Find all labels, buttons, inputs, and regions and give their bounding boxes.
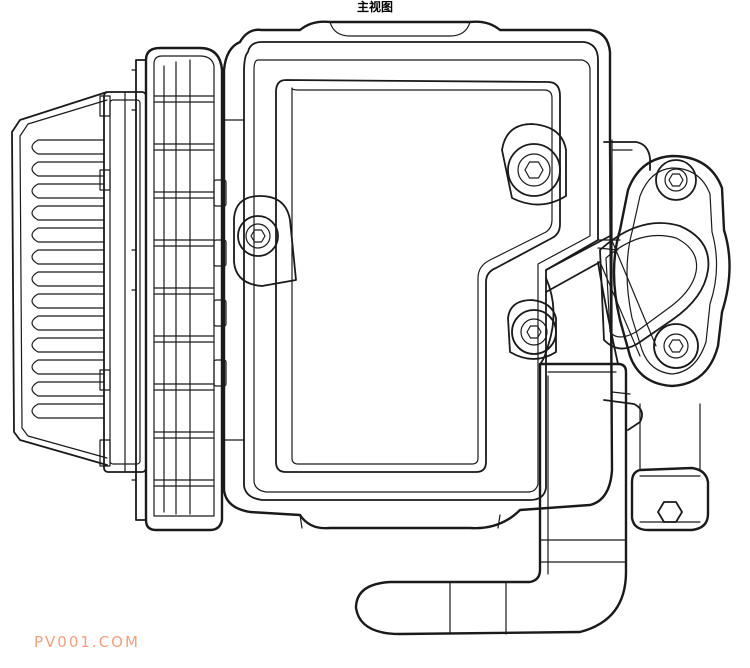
flange-rib [153,383,215,391]
mount-block [99,91,147,473]
cooling-fin [31,403,105,419]
bolt-boss-lower-right [507,299,557,360]
bent-pipe [354,261,628,636]
cooling-fin [31,315,105,331]
flange-plates [131,46,227,532]
bolt-boss-upper-right [501,123,567,206]
cooling-fins [11,91,108,466]
flange-rib [153,335,215,343]
cooling-fin [31,161,105,177]
cooling-fin [31,139,105,155]
right-bracket [603,141,731,431]
cooling-fin [31,381,105,397]
engineering-drawing [11,20,731,636]
watermark-text: PV001.COM [34,633,140,651]
hex-socket-bolt-icon [250,229,266,243]
misc-details [223,119,621,471]
flange-rib [153,143,215,151]
cooling-fin [31,337,105,353]
link-arm [545,222,710,357]
cooling-fin [31,359,105,375]
cooling-fin [31,249,105,265]
flange-rib [153,239,215,247]
hex-socket-bolt-icon [668,339,684,353]
flange-rib [153,95,215,103]
socket-head-screw-icon [657,501,683,523]
cooling-fin [31,205,105,221]
hex-socket-bolt-icon [526,325,542,339]
flange-rib [153,431,215,439]
cooling-fin [31,227,105,243]
flange-rib [153,479,215,487]
bolt-boss-center-left [233,195,297,287]
inner-cover [275,79,561,473]
cooling-fin [31,293,105,309]
view-title: 主视图 [356,0,393,14]
hex-socket-bolt-icon [524,161,544,179]
socket-head-screw [630,403,710,532]
flange-rib [153,287,215,295]
flange-rib [153,191,215,199]
hex-socket-bolt-icon [668,173,684,187]
cooling-fin [31,183,105,199]
cooling-fin [31,271,105,287]
main-housing [222,20,614,530]
